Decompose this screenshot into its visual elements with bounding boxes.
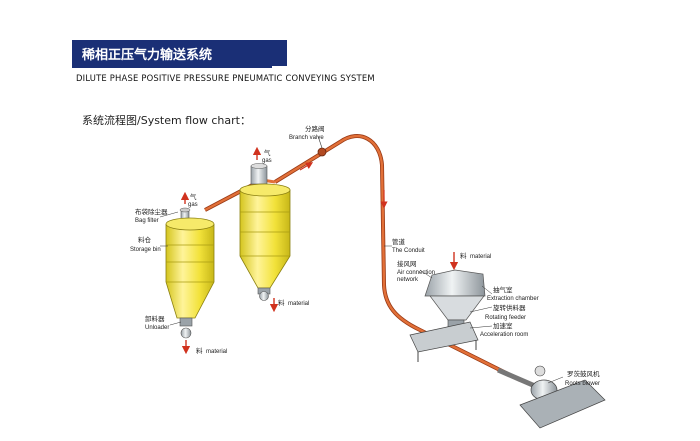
gas-label-left-en: gas <box>188 202 198 208</box>
unloader-label-cn: 卸料器 <box>145 314 165 323</box>
air-network-label-en: Air connection <box>397 270 435 276</box>
flow-chart-heading: 系统流程图/System flow chart： <box>82 114 251 127</box>
gas-label-right-en: gas <box>262 158 272 164</box>
page-title: 稀相正压气力输送系统 <box>82 48 213 63</box>
branch-valve <box>317 135 327 157</box>
bag-filter-label-cn: 布袋除尘器 <box>135 207 168 216</box>
conduit-label-en: The Conduit <box>392 248 425 254</box>
roots-blower-label-cn: 罗茨鼓风机 <box>567 369 600 378</box>
material-label-right-en: material <box>470 254 491 260</box>
extraction-chamber-label-cn: 抽气室 <box>493 285 513 294</box>
material-label-right-cn: 料 <box>460 251 467 260</box>
branch-valve-label-cn: 分路阀 <box>305 124 325 133</box>
gas-label-left-cn: 气 <box>190 192 197 201</box>
leader-lines <box>159 211 564 384</box>
feeder-station <box>409 252 486 362</box>
acceleration-room-label-cn: 加速室 <box>493 321 513 330</box>
storage-silo-right <box>239 146 291 313</box>
storage-bin-label-cn: 料仓 <box>138 235 152 244</box>
branch-valve-label-en: Branch valve <box>289 135 324 141</box>
storage-bin-label-en: Storage bin <box>130 247 161 253</box>
gas-label-right-cn: 气 <box>264 148 271 157</box>
material-label-mid-en: material <box>288 301 309 307</box>
rotating-feeder-label-cn: 旋转供料器 <box>493 303 526 312</box>
roots-blower <box>497 365 606 429</box>
material-label-mid-cn: 料 <box>278 298 285 307</box>
roots-blower-label-en: Roots blower <box>565 381 600 387</box>
rotating-feeder-label-en: Rotating feeder <box>485 315 526 321</box>
material-label-left-en: material <box>206 349 227 355</box>
conduit-label-cn: 管道 <box>392 237 406 246</box>
storage-silo-left <box>165 191 215 355</box>
bag-filter-label-en: Bag filter <box>135 218 159 224</box>
title-bar: 稀相正压气力输送系统 <box>72 40 287 66</box>
material-label-left-cn: 料 <box>196 346 203 355</box>
extraction-chamber-label-en: Extraction chamber <box>487 296 539 302</box>
air-network-label-en2: network <box>397 277 419 283</box>
acceleration-room-label-en: Acceleration room <box>480 332 528 338</box>
title-underline <box>72 66 272 68</box>
unloader-label-en: Unloader <box>145 325 169 331</box>
air-network-label-cn: 接风网 <box>397 259 417 268</box>
conveying-pipe <box>204 134 521 382</box>
page-subtitle: DILUTE PHASE POSITIVE PRESSURE PNEUMATIC… <box>76 73 375 83</box>
